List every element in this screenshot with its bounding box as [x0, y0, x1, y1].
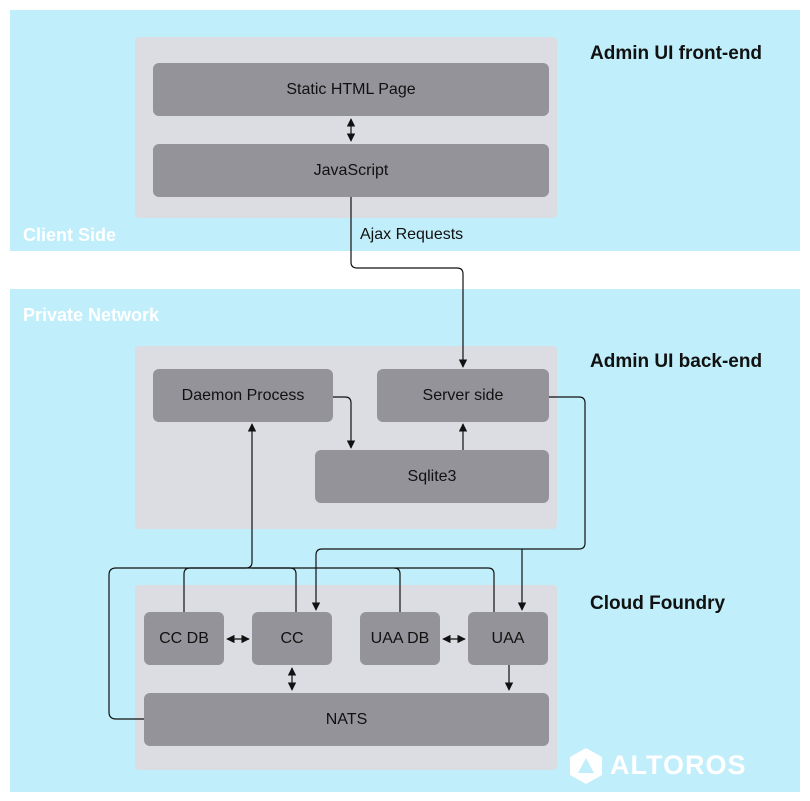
sqlite3-box: Sqlite3 — [315, 450, 549, 503]
altoros-hexagon-icon — [570, 748, 602, 784]
cc-box: CC — [252, 612, 332, 665]
ajax-arrow — [350, 197, 468, 368]
javascript-box: JavaScript — [153, 144, 549, 197]
backend-title: Admin UI back-end — [590, 351, 763, 372]
altoros-logo-text: ALTOROS — [610, 750, 747, 780]
uaa-line — [394, 567, 495, 612]
nats-daemon-line — [108, 561, 253, 720]
frontend-title: Admin UI front-end — [590, 43, 763, 64]
ccdb-line — [183, 567, 252, 612]
uaadb-line — [252, 567, 401, 612]
ajax-requests-label: Ajax Requests — [360, 226, 464, 243]
uaa-db-box: UAA DB — [360, 612, 440, 665]
altoros-logo: ALTOROS — [566, 744, 796, 788]
static-html-page-box: Static HTML Page — [153, 63, 549, 116]
cloud-foundry-title: Cloud Foundry — [590, 593, 726, 614]
nats-box: NATS — [144, 693, 549, 746]
daemon-process-box: Daemon Process — [153, 369, 333, 422]
private-network-label: Private Network — [23, 305, 160, 325]
daemon-sqlite-arrow — [333, 396, 356, 449]
uaa-box: UAA — [468, 612, 548, 665]
client-side-label: Client Side — [23, 225, 117, 245]
server-cc-arrow — [311, 396, 586, 611]
server-side-box: Server side — [377, 369, 549, 422]
cc-line — [252, 567, 297, 612]
cc-db-box: CC DB — [144, 612, 224, 665]
